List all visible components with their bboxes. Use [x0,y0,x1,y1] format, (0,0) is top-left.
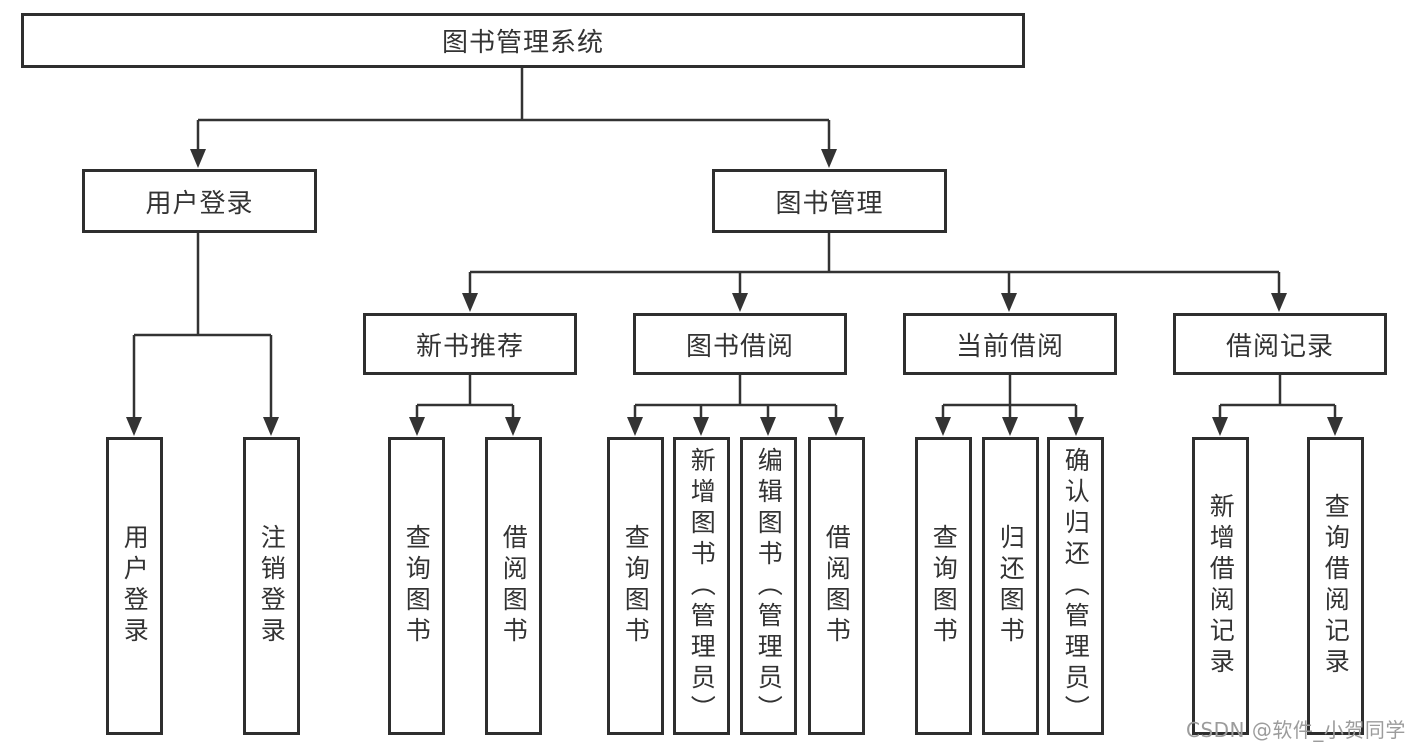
node-current-borrowing: 当前借阅 [903,313,1117,375]
leaf-edit-books-admin: 编辑图书（管理员） [740,437,797,735]
connector-lines [132,68,1337,420]
node-book-management-label: 图书管理 [775,188,884,219]
node-new-book-recommendation: 新书推荐 [363,313,577,375]
leaf-query-books-borrowing: 查询图书 [607,437,664,735]
leaf-user-login-label: 用户登录 [120,524,150,648]
node-root: 图书管理系统 [21,13,1025,68]
node-current-borrowing-label: 当前借阅 [955,331,1064,362]
leaf-logout: 注销登录 [243,437,300,735]
leaf-query-books-current-label: 查询图书 [929,524,959,648]
leaf-edit-books-admin-label: 编辑图书（管理员） [754,446,784,726]
node-root-label: 图书管理系统 [441,28,604,58]
node-user-login-label: 用户登录 [145,188,254,219]
node-user-login: 用户登录 [82,169,317,233]
leaf-return-books-label: 归还图书 [996,524,1026,648]
leaf-borrow-books-recommend: 借阅图书 [485,437,542,735]
leaf-add-borrow-record-label: 新增借阅记录 [1206,493,1236,679]
leaf-query-borrow-record: 查询借阅记录 [1307,437,1364,735]
leaf-borrow-books-recommend-label: 借阅图书 [499,524,529,648]
leaf-borrow-books-borrowing-label: 借阅图书 [822,524,852,648]
node-book-borrowing: 图书借阅 [633,313,847,375]
leaf-confirm-return-admin: 确认归还（管理员） [1047,437,1104,735]
node-book-borrowing-label: 图书借阅 [685,331,794,362]
leaf-query-borrow-record-label: 查询借阅记录 [1321,493,1351,679]
leaf-query-books-borrowing-label: 查询图书 [621,524,651,648]
node-borrowing-records-label: 借阅记录 [1225,331,1334,362]
leaf-add-borrow-record: 新增借阅记录 [1192,437,1249,735]
leaf-user-login: 用户登录 [106,437,163,735]
leaf-add-books-admin: 新增图书（管理员） [673,437,730,735]
leaf-logout-label: 注销登录 [257,524,287,648]
node-borrowing-records: 借阅记录 [1173,313,1387,375]
leaf-return-books: 归还图书 [982,437,1039,735]
leaf-add-books-admin-label: 新增图书（管理员） [687,446,717,726]
leaf-query-books-recommend: 查询图书 [388,437,445,735]
node-book-management: 图书管理 [712,169,947,233]
leaf-borrow-books-borrowing: 借阅图书 [808,437,865,735]
leaf-confirm-return-admin-label: 确认归还（管理员） [1061,446,1091,726]
csdn-watermark: CSDN @软件_小贺同学 [1186,718,1405,742]
leaf-query-books-current: 查询图书 [915,437,972,735]
node-new-book-recommendation-label: 新书推荐 [415,331,524,362]
leaf-query-books-recommend-label: 查询图书 [402,524,432,648]
